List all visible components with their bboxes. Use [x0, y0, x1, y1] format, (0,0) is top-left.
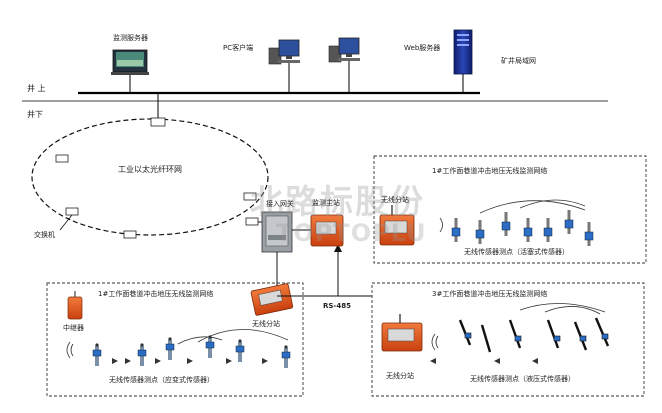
panel3-title: 3#工作面巷道冲击地压无线监测网络: [432, 290, 548, 298]
watermark-en: TOPTOPLU: [276, 219, 427, 247]
monitor-host-icon: [310, 214, 344, 247]
ring-label: 工业以太光纤环网: [118, 165, 182, 174]
panel1-station-label: 无线分站: [252, 320, 280, 328]
panel1-relay-label: 中继器: [63, 324, 84, 332]
panel1-frame: [46, 282, 304, 397]
web-server-label: Web服务器: [404, 44, 441, 52]
pc-client-icon: [328, 37, 360, 63]
panel2-sensor-icon: [451, 209, 594, 247]
panel3-station-icon: [381, 314, 423, 352]
panel1-station-icon: [250, 283, 294, 316]
panel2-station-icon: [379, 205, 415, 246]
watermark-cn: 北路标股份: [250, 182, 425, 221]
monitor-server-icon: [111, 49, 149, 75]
panel2-station-label: 无线分站: [381, 196, 409, 204]
panel3-frame: [371, 282, 645, 397]
above-ground-label: 井 上: [27, 84, 46, 93]
panel1-relay-icon: [67, 291, 83, 320]
rs485-label: RS-485: [323, 302, 351, 310]
pc-client-label: PC客户端: [223, 44, 254, 52]
below-ground-label: 井下: [27, 110, 43, 119]
panel1-title: 1#工作面巷道冲击地压无线监测网络: [98, 290, 214, 298]
panel3-station-label: 无线分站: [386, 372, 414, 380]
panel3-sensor-label: 无线传感器测点（液压式传感器）: [470, 375, 575, 383]
panel1-sensor-label: 无线传感器测点（应变式传感器）: [109, 376, 214, 384]
panel3-sensor-icon: [458, 317, 610, 353]
panel2-title: 1#工作面巷道冲击地压无线监测网络: [432, 167, 548, 175]
optical-ring: [31, 118, 269, 236]
panel2-sensor-label: 无线传感器测点（活塞式传感器）: [464, 248, 569, 256]
panel2-frame: [373, 155, 647, 264]
switch-label: 交换机: [34, 231, 55, 239]
panel1-sensor-icon: [92, 334, 291, 369]
ring-switch-icon: [55, 117, 259, 239]
monitor-server-label: 监测服务器: [113, 34, 148, 42]
pc-client-icon: [268, 39, 300, 65]
access-gateway-label: 接入网关: [266, 200, 294, 208]
web-server-icon: [453, 29, 473, 75]
mine-lan-label: 矿井局域网: [501, 57, 536, 65]
monitor-host-label: 监测主站: [312, 199, 340, 207]
